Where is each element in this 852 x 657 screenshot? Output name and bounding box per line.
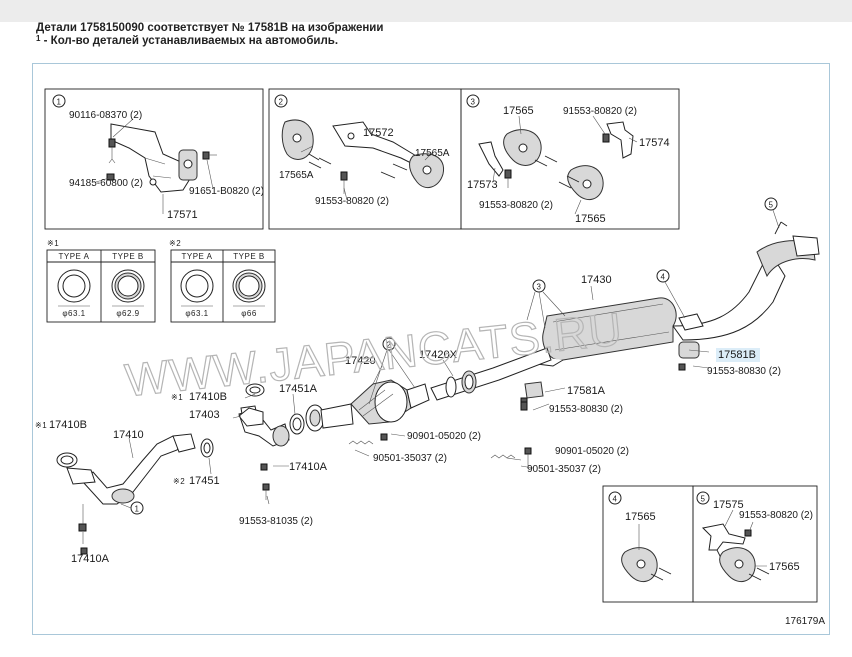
svg-text:17451A: 17451A <box>279 383 318 395</box>
footnote-text: - Кол-во деталей устанавливаемых на авто… <box>40 35 339 47</box>
svg-text:17581B: 17581B <box>718 349 756 361</box>
svg-text:1: 1 <box>57 98 62 107</box>
svg-text:90501-35037 (2): 90501-35037 (2) <box>373 453 447 464</box>
svg-text:17565A: 17565A <box>279 170 314 181</box>
figure-code: 176179A <box>785 616 825 627</box>
header-note: Детали 1758150090 соответствует № 17581B… <box>36 22 826 48</box>
svg-text:※1: ※1 <box>171 393 183 402</box>
svg-text:※2: ※2 <box>173 477 185 486</box>
svg-text:91553-80830 (2): 91553-80830 (2) <box>549 404 623 415</box>
svg-text:TYPE A: TYPE A <box>181 252 212 261</box>
svg-text:91651-B0820 (2): 91651-B0820 (2) <box>189 186 264 197</box>
svg-text:91553-81035 (2): 91553-81035 (2) <box>239 516 313 527</box>
exhaust-diagram: 1 90116-08370 (2) 94185-60800 (2) 91651-… <box>35 88 825 627</box>
svg-text:※2: ※2 <box>169 239 181 248</box>
svg-text:17420: 17420 <box>345 355 376 367</box>
svg-text:17565: 17565 <box>503 105 534 117</box>
svg-text:17575: 17575 <box>713 499 744 511</box>
footnote-mark: 1 <box>36 34 41 43</box>
svg-text:17581A: 17581A <box>567 385 606 397</box>
svg-text:17451: 17451 <box>189 475 220 487</box>
svg-text:17403: 17403 <box>189 409 220 421</box>
svg-text:5: 5 <box>769 201 774 210</box>
svg-text:4: 4 <box>661 273 666 282</box>
inset-box-2: 2 17572 17565A 17565A 91553-80820 (2) <box>268 88 462 230</box>
svg-text:2: 2 <box>279 98 284 107</box>
svg-text:91553-80820 (2): 91553-80820 (2) <box>479 200 553 211</box>
svg-text:17410A: 17410A <box>289 461 328 473</box>
svg-text:17565A: 17565A <box>415 148 450 159</box>
svg-text:17410B: 17410B <box>49 419 87 431</box>
svg-text:17410B: 17410B <box>189 391 227 403</box>
main-assembly: 1 2 3 4 5 17430 17581B 91553-80830 (2) 1… <box>35 197 820 565</box>
svg-text:3: 3 <box>471 98 476 107</box>
svg-text:90501-35037 (2): 90501-35037 (2) <box>527 464 601 475</box>
header-line-1: Детали 1758150090 соответствует № 17581B… <box>36 22 384 34</box>
svg-text:17420X: 17420X <box>419 349 458 361</box>
gasket-types-2: ※2 TYPE A TYPE B φ63.1 φ66 <box>169 239 276 323</box>
svg-text:17430: 17430 <box>581 274 612 286</box>
svg-text:1: 1 <box>135 505 140 514</box>
svg-text:TYPE A: TYPE A <box>58 252 89 261</box>
svg-text:17565: 17565 <box>625 511 656 523</box>
svg-text:17572: 17572 <box>363 127 394 139</box>
svg-text:4: 4 <box>613 495 618 504</box>
svg-text:※1: ※1 <box>35 421 47 430</box>
svg-text:φ62.9: φ62.9 <box>116 309 139 318</box>
diagram-frame: 1 90116-08370 (2) 94185-60800 (2) 91651-… <box>32 63 830 635</box>
svg-text:TYPE B: TYPE B <box>233 252 264 261</box>
svg-text:TYPE B: TYPE B <box>112 252 143 261</box>
svg-text:φ63.1: φ63.1 <box>62 309 85 318</box>
svg-text:90116-08370 (2): 90116-08370 (2) <box>69 110 142 121</box>
svg-text:17565: 17565 <box>769 561 800 573</box>
inset-box-4: 4 17565 <box>602 485 694 603</box>
svg-text:91553-80830 (2): 91553-80830 (2) <box>707 366 781 377</box>
svg-text:※1: ※1 <box>47 239 59 248</box>
inset-box-5: 5 17575 91553-80820 (2) 17565 <box>692 485 818 603</box>
svg-text:91553-80820 (2): 91553-80820 (2) <box>563 106 637 117</box>
svg-text:17571: 17571 <box>167 209 198 221</box>
svg-text:17573: 17573 <box>467 179 498 191</box>
svg-text:17410A: 17410A <box>71 553 110 565</box>
header-line-2: 1 - Кол-во деталей устанавливаемых на ав… <box>36 34 826 48</box>
svg-text:3: 3 <box>537 283 542 292</box>
svg-text:17574: 17574 <box>639 137 670 149</box>
svg-text:90901-05020 (2): 90901-05020 (2) <box>407 431 481 442</box>
svg-text:φ66: φ66 <box>241 309 257 318</box>
svg-text:17410: 17410 <box>113 429 144 441</box>
svg-text:90901-05020 (2): 90901-05020 (2) <box>555 446 629 457</box>
gasket-types-1: ※1 TYPE A TYPE B φ63.1 φ62.9 <box>46 239 156 323</box>
svg-text:94185-60800 (2): 94185-60800 (2) <box>69 178 143 189</box>
svg-text:91553-80820 (2): 91553-80820 (2) <box>739 510 813 521</box>
inset-box-1: 1 90116-08370 (2) 94185-60800 (2) 91651-… <box>44 88 264 230</box>
svg-text:φ63.1: φ63.1 <box>185 309 208 318</box>
inset-box-3: 3 17565 91553-80820 (2) 17574 17573 9155… <box>460 88 680 230</box>
svg-text:2: 2 <box>387 341 392 350</box>
svg-text:5: 5 <box>701 495 706 504</box>
svg-text:91553-80820 (2): 91553-80820 (2) <box>315 196 389 207</box>
svg-text:17565: 17565 <box>575 213 606 225</box>
